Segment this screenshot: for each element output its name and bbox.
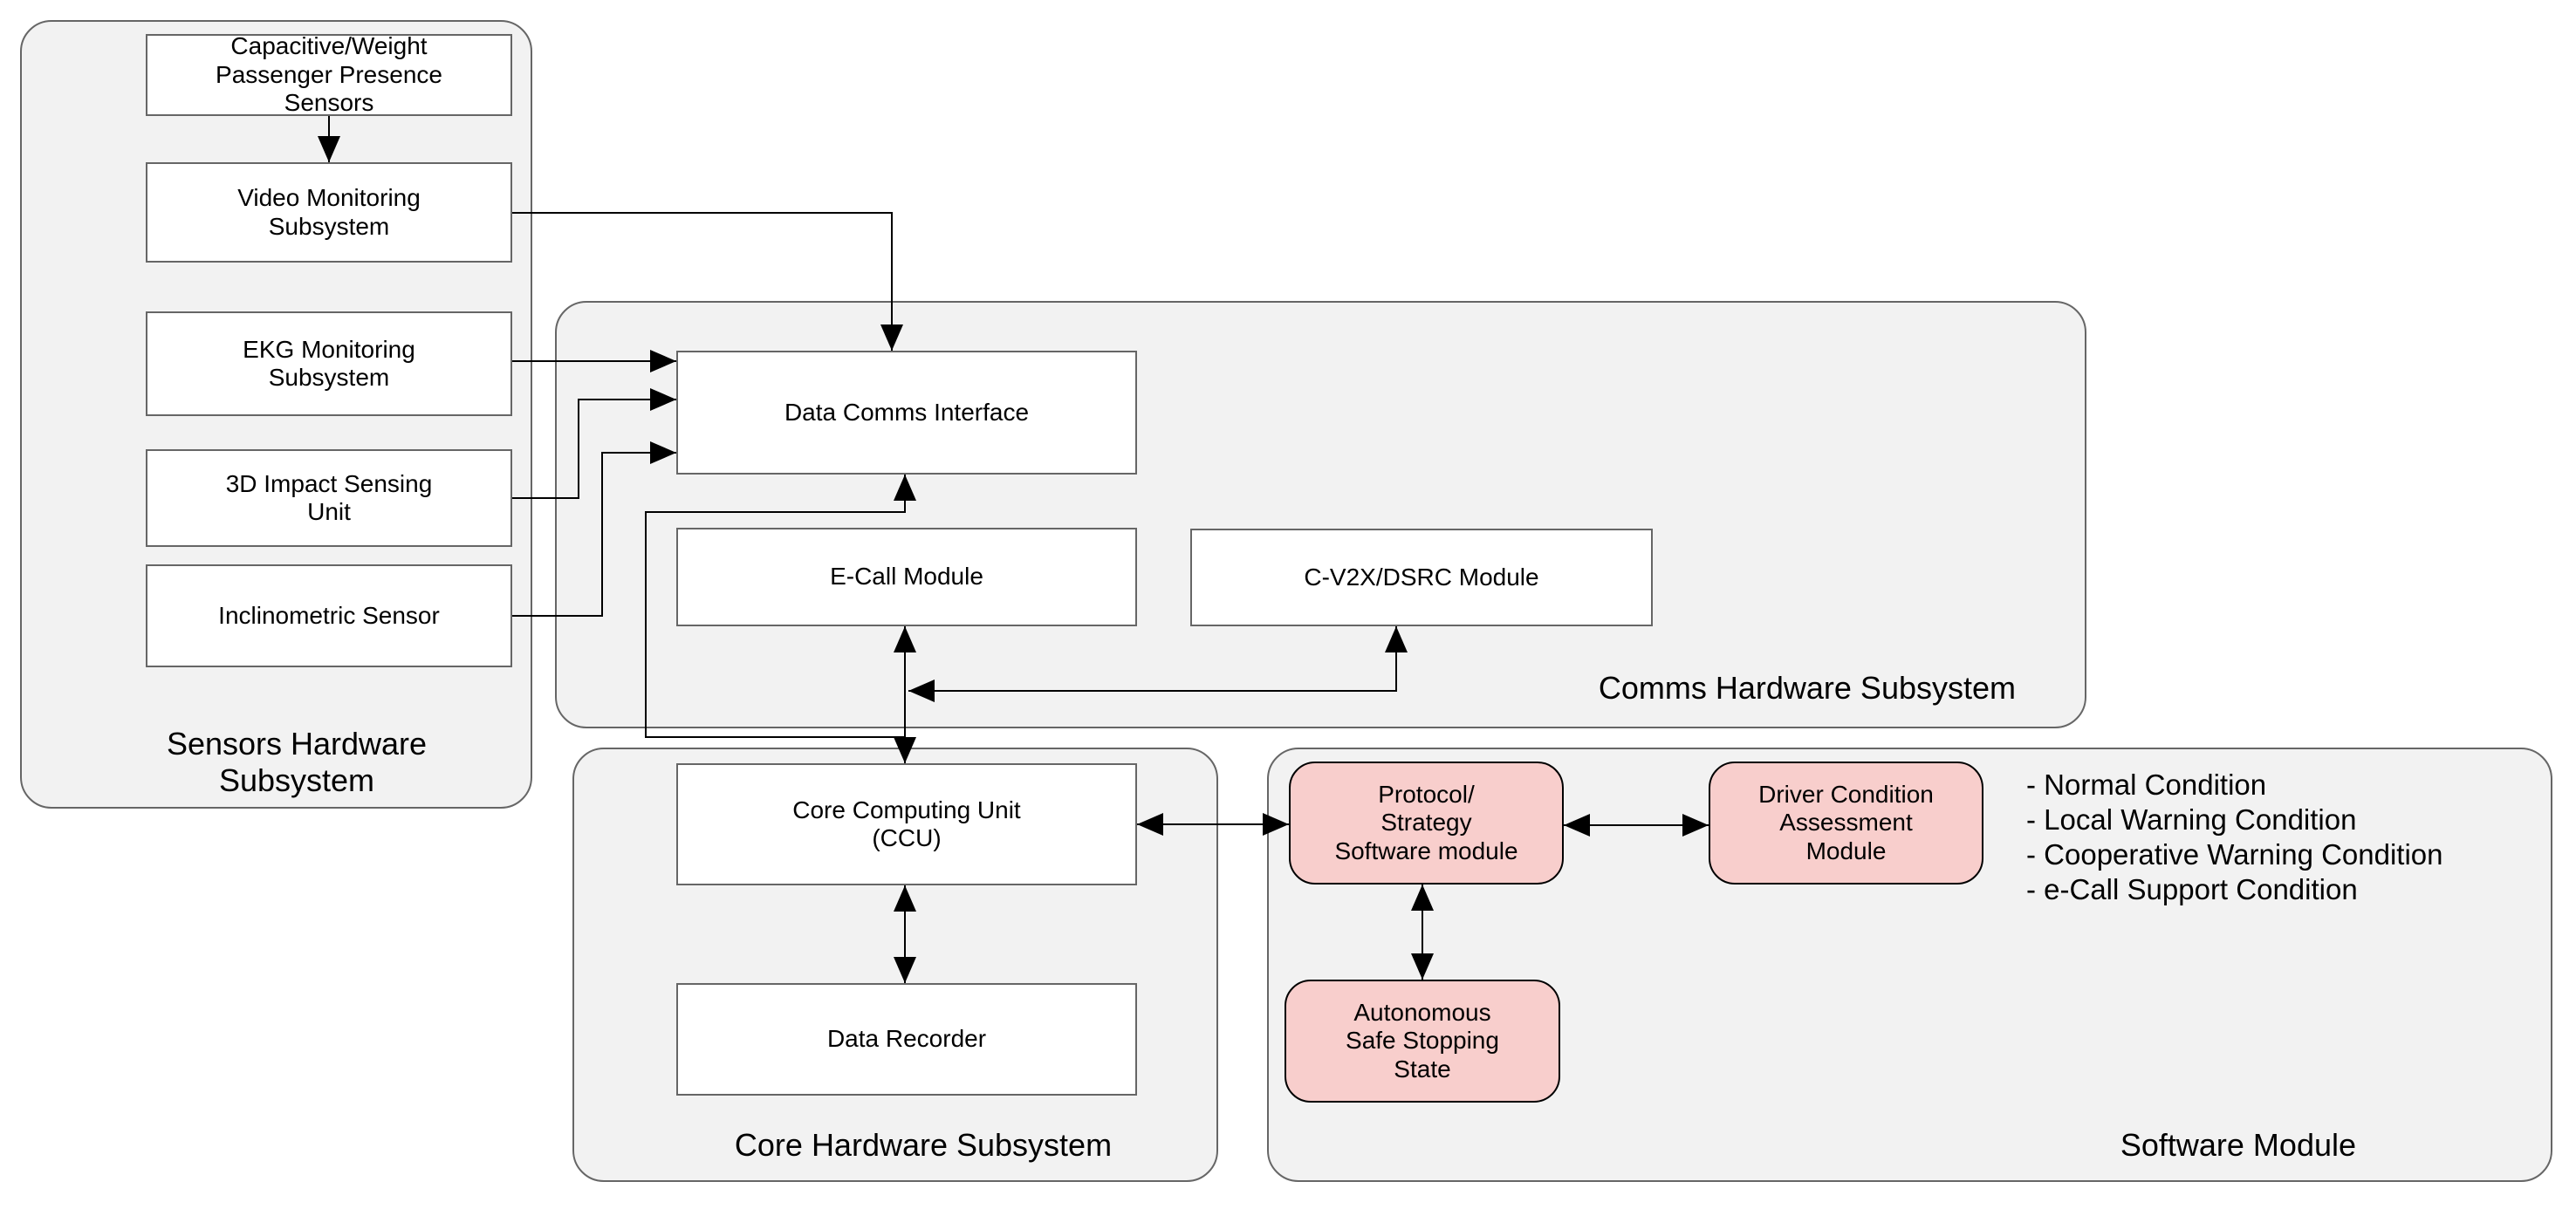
node-protocol-strategy-software-module: Protocol/ Strategy Software module	[1289, 762, 1564, 885]
core-container-label: Core Hardware Subsystem	[734, 1127, 1113, 1163]
node-label: Video Monitoring Subsystem	[237, 184, 421, 240]
node-data-comms-interface: Data Comms Interface	[676, 351, 1137, 475]
node-3d-impact-sensing-unit: 3D Impact Sensing Unit	[146, 449, 512, 547]
comms-container-label: Comms Hardware Subsystem	[1598, 670, 2016, 706]
node-label: Autonomous Safe Stopping State	[1346, 998, 1499, 1083]
node-label: Protocol/ Strategy Software module	[1334, 780, 1518, 864]
node-label: C-V2X/DSRC Module	[1304, 563, 1539, 591]
node-label: Core Computing Unit (CCU)	[792, 796, 1021, 851]
node-label: Data Comms Interface	[784, 398, 1030, 426]
node-inclinometric-sensor: Inclinometric Sensor	[146, 564, 512, 667]
node-label: Driver Condition Assessment Module	[1758, 780, 1934, 864]
node-label: Inclinometric Sensor	[218, 601, 440, 629]
condition-list: - Normal Condition - Local Warning Condi…	[2026, 768, 2550, 907]
node-core-computing-unit: Core Computing Unit (CCU)	[676, 763, 1137, 885]
node-ekg-monitoring-subsystem: EKG Monitoring Subsystem	[146, 311, 512, 416]
node-label: Capacitive/Weight Passenger Presence Sen…	[216, 32, 442, 117]
node-ecall-module: E-Call Module	[676, 528, 1137, 626]
condition-item: - Local Warning Condition	[2026, 803, 2357, 836]
node-capacitive-weight-passenger-presence-sensors: Capacitive/Weight Passenger Presence Sen…	[146, 32, 512, 117]
condition-item: - e-Call Support Condition	[2026, 873, 2358, 905]
node-cv2x-dsrc-module: C-V2X/DSRC Module	[1190, 529, 1653, 626]
node-label: EKG Monitoring Subsystem	[243, 335, 415, 391]
node-video-monitoring-subsystem: Video Monitoring Subsystem	[146, 162, 512, 263]
condition-item: - Normal Condition	[2026, 768, 2267, 801]
software-container-label: Software Module	[2120, 1127, 2356, 1163]
node-label: E-Call Module	[830, 563, 983, 591]
sensors-container-label: Sensors Hardware Subsystem	[166, 726, 428, 799]
node-label: 3D Impact Sensing Unit	[225, 469, 433, 525]
node-driver-condition-assessment-module: Driver Condition Assessment Module	[1709, 762, 1983, 885]
node-autonomous-safe-stopping-state: Autonomous Safe Stopping State	[1285, 980, 1560, 1103]
node-data-recorder: Data Recorder	[676, 983, 1137, 1096]
condition-item: - Cooperative Warning Condition	[2026, 838, 2443, 871]
node-label: Data Recorder	[826, 1025, 987, 1053]
